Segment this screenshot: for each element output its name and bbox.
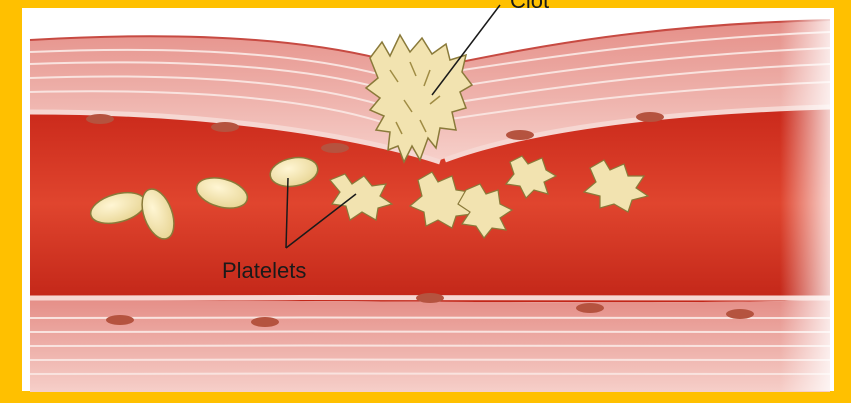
lower-vessel-wall (30, 293, 830, 392)
edge-fade (780, 10, 834, 391)
clot-label: Clot (510, 0, 549, 14)
platelets-label: Platelets (222, 258, 306, 284)
